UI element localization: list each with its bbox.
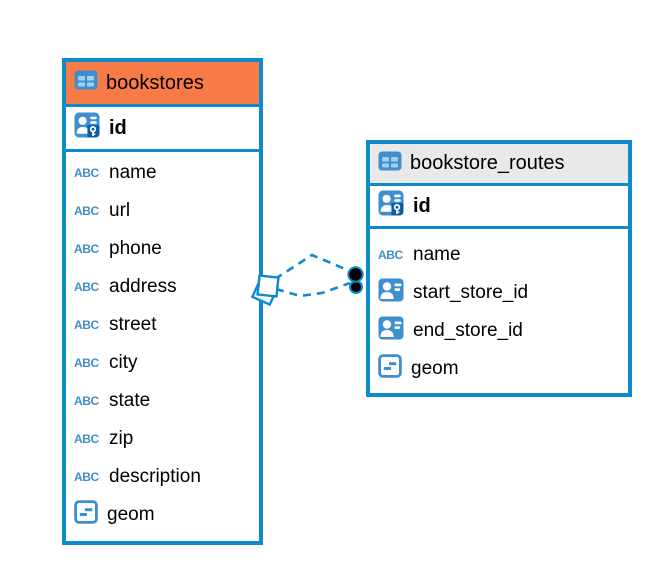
one-end-dot-marker[interactable]	[347, 266, 364, 294]
column-name: street	[109, 314, 157, 335]
geometry-type-icon	[74, 500, 98, 530]
table-header[interactable]: bookstores	[66, 62, 259, 107]
column-row[interactable]: ABC zip	[66, 420, 259, 458]
table-title: bookstores	[106, 71, 204, 94]
text-type-icon: ABC	[378, 248, 403, 262]
primary-key-icon	[74, 112, 100, 144]
column-row[interactable]: start_store_id	[370, 274, 628, 312]
column-row[interactable]: ABC city	[66, 344, 259, 382]
primary-key-row[interactable]: id	[370, 186, 628, 229]
table-title: bookstore_routes	[410, 152, 565, 174]
relationship-line[interactable]	[274, 253, 351, 281]
reference-type-icon	[378, 278, 404, 308]
column-name: city	[109, 352, 138, 373]
column-name: start_store_id	[413, 282, 529, 303]
column-row[interactable]: ABC street	[66, 306, 259, 344]
text-type-icon: ABC	[74, 280, 99, 294]
column-name: url	[109, 200, 131, 221]
table-bookstores[interactable]: bookstores id ABC	[62, 58, 263, 545]
column-name: address	[109, 276, 177, 297]
text-type-icon: ABC	[74, 166, 99, 180]
relationship-line[interactable]	[275, 281, 351, 298]
text-type-icon: ABC	[74, 394, 99, 408]
column-name: description	[109, 466, 201, 487]
table-icon	[74, 70, 98, 96]
primary-key-icon	[378, 190, 404, 222]
text-type-icon: ABC	[74, 470, 99, 484]
column-row[interactable]: ABC state	[66, 382, 259, 420]
primary-key-row[interactable]: id	[66, 107, 259, 152]
column-name: zip	[109, 428, 134, 449]
column-list: ABC name ABC url ABC phone ABC address A…	[66, 152, 259, 541]
table-icon	[378, 151, 402, 177]
text-type-icon: ABC	[74, 204, 99, 218]
text-type-icon: ABC	[74, 242, 99, 256]
geometry-type-icon	[378, 354, 402, 384]
column-name: state	[109, 390, 151, 411]
column-row[interactable]: ABC description	[66, 458, 259, 496]
column-name: name	[413, 244, 461, 265]
column-name: id	[109, 116, 127, 139]
column-row[interactable]: geom	[370, 350, 628, 388]
table-header[interactable]: bookstore_routes	[370, 144, 628, 186]
column-name: geom	[107, 504, 155, 525]
text-type-icon: ABC	[74, 356, 99, 370]
text-type-icon: ABC	[74, 432, 99, 446]
column-list: ABC name start_store_id	[370, 229, 628, 393]
column-row[interactable]: ABC name	[370, 236, 628, 274]
column-name: end_store_id	[413, 320, 523, 341]
column-row[interactable]: ABC address	[66, 268, 259, 306]
column-row[interactable]: ABC url	[66, 192, 259, 230]
reference-type-icon	[378, 316, 404, 346]
column-row[interactable]: geom	[66, 496, 259, 534]
column-name: id	[413, 194, 431, 217]
column-row[interactable]: end_store_id	[370, 312, 628, 350]
column-name: name	[109, 162, 157, 183]
column-name: geom	[411, 358, 459, 379]
text-type-icon: ABC	[74, 318, 99, 332]
column-row[interactable]: ABC name	[66, 154, 259, 192]
table-bookstore-routes[interactable]: bookstore_routes id ABC	[366, 140, 632, 397]
column-name: phone	[109, 238, 162, 259]
column-row[interactable]: ABC phone	[66, 230, 259, 268]
